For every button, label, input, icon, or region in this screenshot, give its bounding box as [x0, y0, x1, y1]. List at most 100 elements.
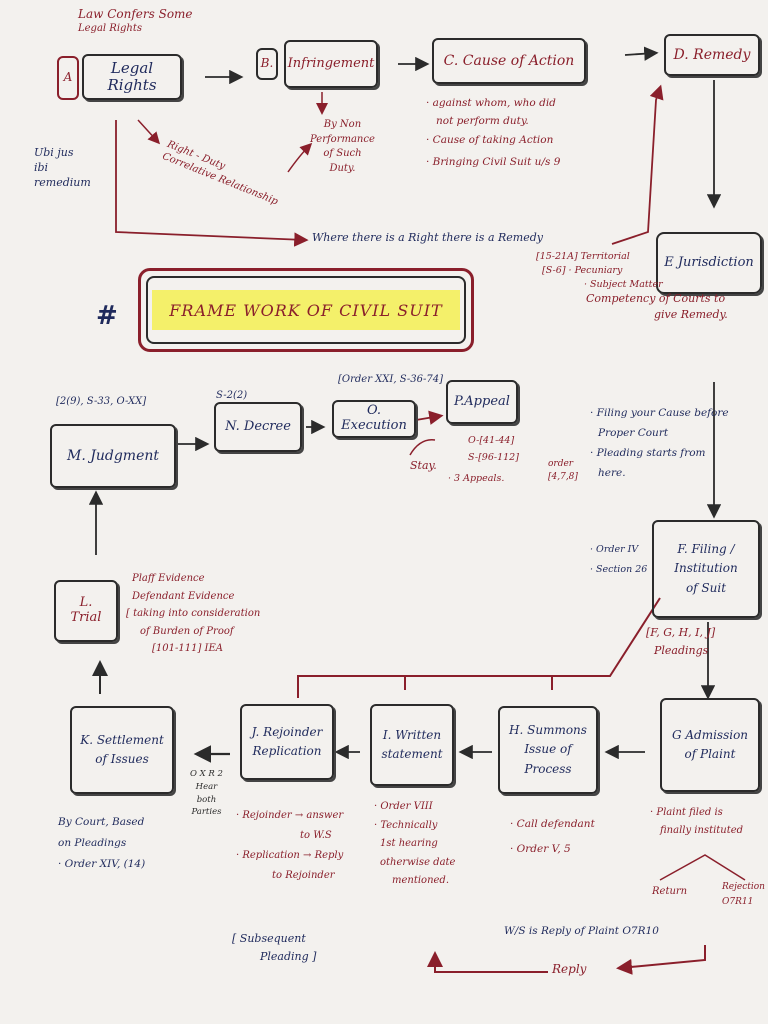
note-rejection: Rejection O7R11 [722, 880, 765, 911]
note-appeal: O-[41-44] S-[96-112] · 3 Appeals. [448, 432, 519, 487]
box-g-admission: G Admission of Plaint [660, 698, 760, 792]
note-subsequent-line-2: Pleading ] [260, 949, 317, 963]
note-np-line-2: Performance [310, 133, 375, 145]
note-appeal-line-3: · 3 Appeals. [448, 473, 505, 485]
note-j-line-1: · Rejoinder → answer [236, 810, 344, 821]
note-j-line-4: to Rejoinder [272, 870, 335, 881]
note-trial-line-5: [101-111] IEA [152, 643, 224, 654]
box-g-line-2: of Plaint [684, 747, 736, 761]
note-cause-line-3: · Cause of taking Action [426, 133, 554, 146]
title-mark: # [96, 301, 118, 331]
box-e-label: E Jurisdiction [664, 254, 754, 270]
note-maxim-text: Where there is a Right there is a Remedy [312, 231, 543, 244]
stay-curve [409, 439, 436, 456]
box-l-line-2: Trial [70, 610, 102, 625]
note-jurisdiction: [15-21A] Territorial [S-6] · Pecuniary ·… [536, 250, 728, 323]
title-banner-outer [138, 268, 474, 352]
note-maxim: Where there is a Right there is a Remedy [312, 230, 543, 247]
note-k-line-2: on Pleadings [58, 837, 127, 849]
box-k-settlement: K. Settlement of Issues [70, 706, 174, 794]
box-d-label: D. Remedy [673, 46, 751, 63]
note-cause-line-4: · Bringing Civil Suit u/s 9 [426, 156, 561, 169]
note-cause-line-1: · against whom, who did [426, 97, 556, 109]
note-i-line-3: 1st hearing [380, 838, 438, 849]
note-ox-line-1: O X R 2 [190, 769, 223, 779]
note-jur-line-3: · Subject Matter [584, 278, 663, 290]
line-maxim-remedy [611, 84, 664, 245]
arrow-a-right-duty [137, 119, 161, 145]
box-c-cause-of-action: C. Cause of Action [432, 38, 586, 84]
note-k-line-3: · Order XIV, (14) [58, 858, 146, 870]
note-order-478-line-1: order [548, 459, 574, 469]
note-appeal-line-2: S-[96-112] [468, 452, 519, 464]
arrow-non-performance [287, 142, 313, 173]
note-ubi-line-3: remedium [34, 175, 91, 189]
box-n-decree: N. Decree [214, 402, 302, 452]
note-return-text: Return [652, 886, 688, 897]
note-pleadings: [F, G, H, I, J] Pleadings [646, 624, 715, 659]
arrow-o-p [415, 410, 444, 425]
note-g-line-2: finally instituted [660, 825, 744, 836]
line-a-maxim [115, 120, 309, 247]
note-ox-line-3: both [196, 794, 217, 805]
note-jur-line-4: Competency of Courts to [586, 292, 726, 306]
note-trial-line-4: of Burden of Proof [140, 625, 234, 637]
box-h-summons: H. Summons Issue of Process [498, 706, 598, 794]
box-i-line-1: I. Written [382, 727, 442, 742]
note-stay-text: Stay. [410, 459, 437, 472]
note-ubi-line-2: ibi [34, 160, 49, 174]
note-f-side: · Order IV · Section 26 [590, 540, 647, 580]
box-k-line-1: K. Settlement [80, 732, 164, 747]
note-h-below: · Call defendant · Order V, 5 [510, 812, 595, 862]
note-stay: Stay. [410, 458, 437, 475]
box-l-line-1: L. [79, 595, 93, 611]
box-h-line-3: Process [524, 761, 572, 776]
note-f-side-line-1: · Order IV [590, 544, 639, 555]
box-a-letter: A [57, 56, 79, 100]
box-f-filing: F. Filing / Institution of Suit [652, 520, 760, 618]
box-b-infringement: Infringement [284, 40, 378, 88]
note-trial-line-2: Defendant Evidence [132, 590, 235, 602]
note-j-below: · Rejoinder → answer to W.S · Replicatio… [236, 806, 343, 886]
note-np-line-1: By Non [323, 119, 362, 130]
box-p-label: P.Appeal [454, 393, 510, 409]
reply-loop-left [427, 951, 548, 973]
box-a-legal-rights: Legal Rights [82, 54, 182, 100]
note-filing-line-1: · Filing your Cause before [590, 407, 729, 419]
note-ox-line-4: Parties [191, 807, 222, 818]
note-filing: · Filing your Cause before Proper Court … [590, 404, 729, 484]
note-cause-of-action: · against whom, who did not perform duty… [426, 94, 560, 172]
note-non-performance: By Non Performance of Such Duty. [310, 118, 375, 176]
note-g-line-1: · Plaint filed is [650, 807, 723, 818]
note-subsequent: [ Subsequent Pleading ] [232, 930, 316, 965]
box-n-label: N. Decree [225, 418, 291, 434]
split-return-rejection [659, 854, 746, 881]
note-filing-line-2: Proper Court [598, 426, 669, 439]
arrow-c-d [624, 46, 659, 61]
box-l-trial: L. Trial [54, 580, 118, 642]
note-i-line-5: mentioned. [392, 875, 450, 886]
box-h-line-1: H. Summons [509, 723, 587, 738]
note-trial: Plaff Evidence Defendant Evidence [ taki… [126, 570, 260, 658]
note-o-above-text: [Order XXI, S-36-74] [338, 374, 444, 385]
note-return: Return [652, 884, 687, 899]
note-jur-line-5: give Remedy. [654, 308, 728, 322]
box-f-line-2: Institution [674, 561, 738, 576]
note-order-478: order [4,7,8] [548, 458, 578, 483]
note-trial-line-1: Plaff Evidence [132, 573, 205, 584]
note-reply: Reply [552, 960, 586, 978]
box-o-execution: O. Execution [332, 400, 416, 438]
note-subsequent-line-1: [ Subsequent [232, 932, 306, 945]
box-c-label: C. Cause of Action [443, 52, 575, 69]
note-i-below: · Order VIII · Technically 1st hearing o… [374, 798, 455, 891]
top-note-line-2: Legal Rights [78, 23, 143, 35]
note-g-below: · Plaint filed is finally instituted [650, 804, 743, 840]
note-ws-reply: W/S is Reply of Plaint O7R10 [504, 924, 659, 940]
note-trial-line-3: [ taking into consideration [126, 608, 261, 619]
box-b-label: Infringement [287, 55, 375, 71]
box-h-line-2: Issue of [524, 742, 572, 757]
note-order-x: O X R 2 Hear both Parties [190, 768, 223, 819]
box-m-judgment: M. Judgment [50, 424, 176, 488]
box-i-line-2: statement [381, 747, 443, 761]
note-rejection-line-1: Rejection [722, 882, 765, 892]
